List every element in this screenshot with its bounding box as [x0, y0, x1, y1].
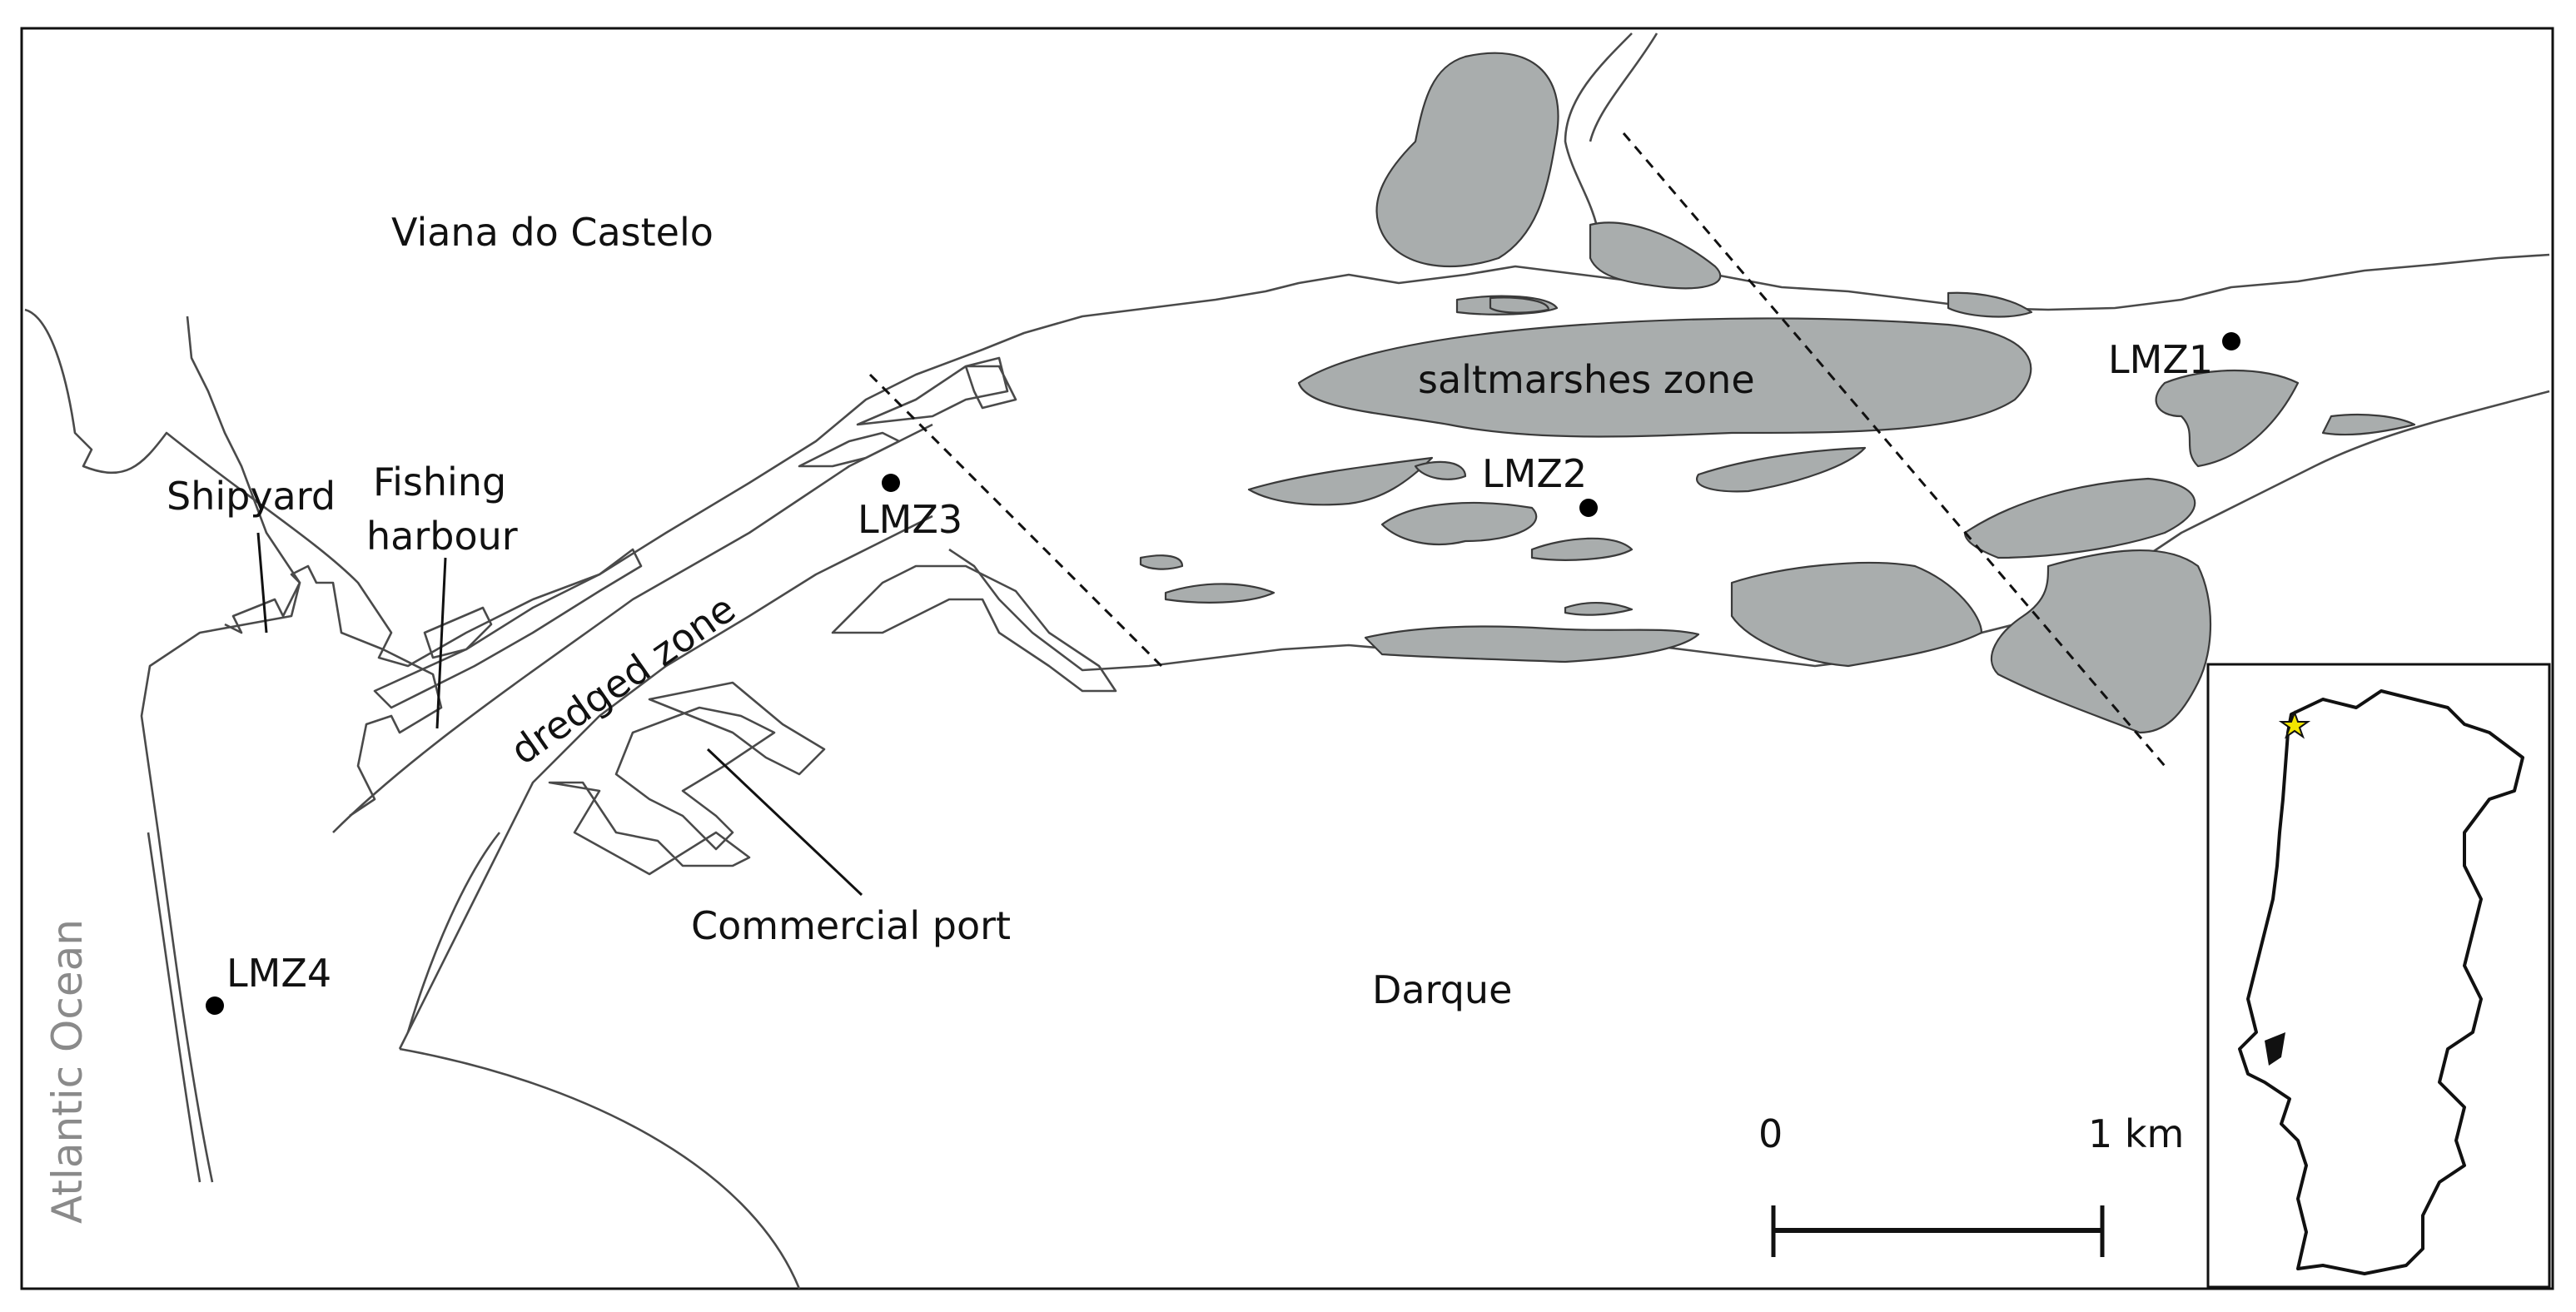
- commercial-port-quays: [548, 564, 1117, 876]
- site-label-lmz3: LMZ3: [858, 497, 962, 542]
- fishing-harbour-leader: [435, 557, 447, 729]
- site-marker-lmz1: [2222, 332, 2240, 350]
- scale-end-label: 1 km: [2088, 1111, 2184, 1156]
- transect-east: [1622, 132, 2166, 767]
- fishing-harbour-label: Fishing: [373, 460, 506, 504]
- atlantic-ocean-label: Atlantic Ocean: [43, 919, 92, 1224]
- commercial-port-label: Commercial port: [691, 903, 1011, 948]
- site-label-lmz4: LMZ4: [226, 951, 331, 996]
- dredged-channel-south-wall: [398, 514, 933, 1050]
- saltmarsh-islands: [1139, 52, 2416, 734]
- breakwater-pier: [147, 832, 201, 1183]
- fishing-harbour-label-2: harbour: [366, 514, 518, 559]
- shipyard-label: Shipyard: [167, 474, 336, 519]
- north-jetty: [798, 356, 1017, 468]
- portugal-outline: [2238, 689, 2524, 1275]
- south-shoreline: [948, 390, 2550, 672]
- dredged-channel-north-wall: [332, 423, 933, 833]
- inset-map: [2206, 663, 2551, 1289]
- darque-label: Darque: [1372, 967, 1512, 1012]
- inner-mole: [423, 606, 493, 659]
- commercial-port-leader: [706, 748, 863, 897]
- site-marker-lmz2: [1579, 499, 1598, 517]
- shipyard-leader: [256, 532, 268, 634]
- city-label: Viana do Castelo: [391, 210, 714, 255]
- site-label-lmz2: LMZ2: [1482, 451, 1587, 496]
- southern-coast: [399, 832, 801, 1290]
- fishing-harbour-mole: [373, 548, 643, 709]
- site-label-lmz1: LMZ1: [2108, 337, 2213, 382]
- site-marker-lmz4: [206, 996, 224, 1015]
- scale-start-label: 0: [1758, 1111, 1783, 1156]
- site-marker-lmz3: [882, 474, 900, 492]
- dredged-zone-label: dredged zone: [502, 586, 743, 773]
- map-frame: [20, 27, 2554, 1290]
- tagus-estuary: [2265, 1032, 2285, 1066]
- shipyard-docks: [224, 564, 443, 818]
- breakwater-west: [140, 316, 301, 1183]
- saltmarsh-zone-label: saltmarshes zone: [1418, 357, 1755, 402]
- star-icon: [2278, 710, 2311, 739]
- scale-bar: 0 1 km: [1758, 1111, 2184, 1257]
- north-shoreline: [24, 253, 2550, 668]
